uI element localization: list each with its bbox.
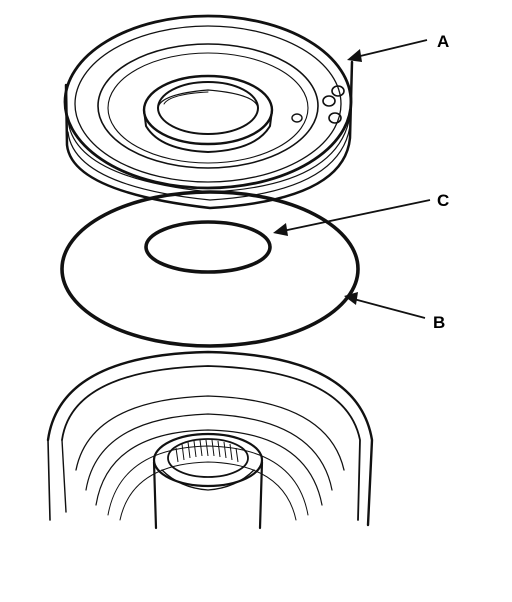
part-a-inner-recess	[97, 43, 319, 169]
label-b: B	[433, 313, 445, 332]
drum-inner-left	[61, 439, 67, 513]
part-a-outer-rim	[63, 14, 353, 190]
drum-step-3	[95, 429, 323, 506]
part-a-hole-2	[331, 85, 345, 97]
arrowhead-b	[344, 292, 358, 305]
drum-hub-top	[152, 432, 264, 488]
drum-step-2	[85, 413, 333, 491]
drum-step-1	[75, 395, 345, 471]
leader-lines	[273, 39, 431, 319]
drum-housing	[46, 350, 374, 530]
drum-hub-shade	[161, 469, 255, 491]
label-a: A	[437, 32, 449, 51]
leader-a	[351, 39, 428, 59]
drum-inner-rim	[61, 365, 361, 521]
drum-outer-rim	[46, 350, 374, 527]
drum-hub-bore	[167, 438, 249, 478]
part-a-side-groove	[67, 115, 351, 193]
part-a-inner-recess-2	[107, 52, 309, 164]
leader-b	[349, 297, 426, 319]
drum-step-4	[107, 445, 309, 516]
part-b-outer-seal	[60, 190, 360, 348]
part-a-piston	[63, 14, 354, 210]
part-a-hub-wall	[143, 109, 273, 153]
part-a-hole-3	[328, 112, 342, 124]
drum-hub-left	[152, 460, 158, 530]
arrowhead-c	[273, 223, 288, 236]
part-a-bore-shade-2	[163, 91, 209, 105]
part-a-hole-4	[291, 113, 303, 123]
part-a-hole-1	[322, 95, 336, 107]
part-a-rim-step	[74, 25, 342, 183]
drum-left-wall	[47, 439, 51, 521]
arrowhead-a	[347, 49, 362, 62]
label-c: C	[437, 191, 449, 210]
leader-c	[277, 199, 431, 233]
drum-hub-right	[258, 460, 264, 530]
part-a-side-groove-2	[67, 125, 351, 201]
drum-step-5	[119, 461, 297, 521]
part-a-bore-shade	[157, 89, 259, 109]
drum-bearing-rollers	[175, 439, 239, 463]
part-c-inner-seal	[144, 220, 272, 274]
part-a-side-wall	[64, 60, 354, 210]
